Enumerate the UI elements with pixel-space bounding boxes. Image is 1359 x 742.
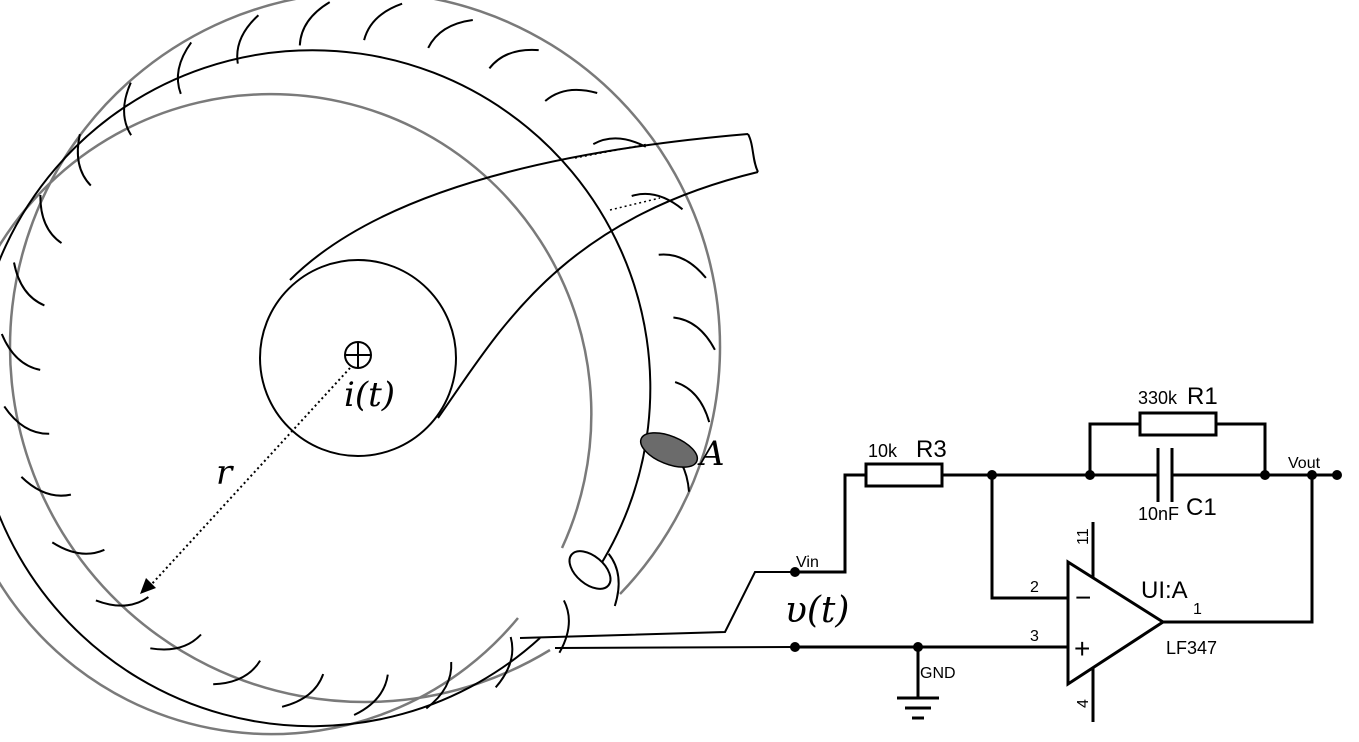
radius-label: r xyxy=(216,453,234,493)
cable-cut-end xyxy=(747,133,759,173)
winding-turn xyxy=(558,599,570,654)
core-outer-edge xyxy=(8,0,722,704)
voltage-label: υ(t) xyxy=(785,590,849,631)
winding-turn xyxy=(673,316,716,351)
primary-conductor: i(t) xyxy=(259,133,759,457)
radius-arrowhead xyxy=(140,578,156,594)
area-label: A xyxy=(697,434,725,474)
junction-gnd-in xyxy=(790,642,800,652)
cross-section-area xyxy=(639,432,699,468)
winding-turn xyxy=(123,82,132,136)
wire-node-inv xyxy=(990,475,1068,600)
wire-r1-loop xyxy=(1088,422,1267,475)
current-label: i(t) xyxy=(344,375,395,415)
radius-indicator: r xyxy=(140,367,351,594)
winding-turn xyxy=(150,633,202,651)
winding-turn xyxy=(427,19,473,49)
resistor-r3 xyxy=(864,462,944,488)
winding-turn xyxy=(281,673,325,708)
wire-vin-r3 xyxy=(795,473,866,574)
ground-symbol-icon xyxy=(897,696,939,720)
coil-leads xyxy=(519,571,796,649)
junction-inv-node xyxy=(987,470,997,480)
winding-turn xyxy=(353,674,389,716)
junction-gnd xyxy=(913,642,923,652)
winding-turn xyxy=(592,137,647,148)
junction-vout xyxy=(1307,470,1317,480)
r1-name: R1 xyxy=(1187,383,1218,410)
r1-value: 330k xyxy=(1138,388,1178,408)
winding-turn xyxy=(76,133,92,187)
pin-vneg: 4 xyxy=(1075,699,1092,708)
winding-turn xyxy=(0,333,41,371)
winding-turn xyxy=(39,194,63,244)
pin-vpos: 11 xyxy=(1075,528,1092,545)
winding-turn xyxy=(13,262,45,307)
winding-turn xyxy=(51,541,105,555)
opamp-minus-sign: − xyxy=(1075,582,1091,613)
junction-vout-end xyxy=(1332,470,1342,480)
vin-label: Vin xyxy=(796,554,819,571)
winding-turn xyxy=(658,253,707,279)
winding-turn xyxy=(213,660,261,686)
core-inner-edge xyxy=(0,92,593,736)
cable-hidden-upper xyxy=(574,143,649,159)
opamp-name: UI:A xyxy=(1141,577,1188,604)
r3-value: 10k xyxy=(868,441,898,461)
capacitor-c1 xyxy=(1156,448,1174,502)
pin-noninv: 3 xyxy=(1030,628,1039,645)
gnd-label: GND xyxy=(920,665,956,682)
winding-turn xyxy=(176,41,193,95)
lead-to-vin xyxy=(519,571,795,639)
vout-label: Vout xyxy=(1288,455,1321,472)
junction-vin xyxy=(790,567,800,577)
circled-cross-icon xyxy=(344,341,372,369)
winding-turn xyxy=(298,1,331,46)
winding-turn xyxy=(631,192,684,211)
winding-turn xyxy=(488,48,539,70)
conductor-cross-section xyxy=(259,259,457,457)
lead-to-gnd xyxy=(554,646,796,649)
r3-name: R3 xyxy=(916,436,947,463)
winding-turn xyxy=(20,476,72,497)
winding-turn xyxy=(3,405,50,435)
integrator-circuit: 10k R3 330k R1 10nF C1 − + UI:A LF347 2 … xyxy=(790,383,1342,722)
opamp-plus-sign: + xyxy=(1074,633,1090,664)
c1-value: 10nF xyxy=(1138,504,1179,524)
c1-name: C1 xyxy=(1186,494,1217,521)
winding-turn xyxy=(425,661,453,710)
junction-fb-right xyxy=(1260,470,1270,480)
winding-turn xyxy=(607,553,620,607)
cable-upper-edge xyxy=(289,133,749,281)
opamp-triangle xyxy=(1066,559,1166,687)
winding-turn xyxy=(674,381,711,423)
winding-turn xyxy=(236,14,260,64)
pin-out: 1 xyxy=(1193,601,1202,618)
cable-hidden-lower xyxy=(609,197,661,211)
resistor-r1 xyxy=(1138,411,1218,437)
winding-turn xyxy=(363,2,403,41)
winding-turn xyxy=(95,596,149,607)
wire-output xyxy=(1163,475,1314,624)
junction-fb-left xyxy=(1085,470,1095,480)
return-conductor xyxy=(0,49,652,728)
winding-turn xyxy=(494,636,514,689)
coil-windings xyxy=(0,1,716,716)
coil-end-cap xyxy=(568,550,612,590)
opamp-part: LF347 xyxy=(1166,638,1217,658)
pin-inv: 2 xyxy=(1030,579,1039,596)
cable-lower-edge xyxy=(437,171,759,419)
coil-core xyxy=(0,0,722,736)
winding-turn xyxy=(544,88,598,102)
